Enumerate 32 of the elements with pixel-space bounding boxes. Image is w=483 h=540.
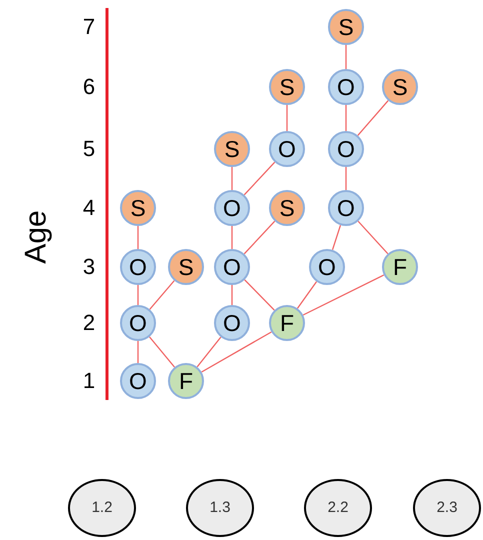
connector-line bbox=[137, 341, 139, 363]
connector-line bbox=[332, 224, 342, 250]
oval-node: 2.2 bbox=[304, 479, 372, 537]
age-tick-label: 7 bbox=[82, 16, 96, 38]
connector-line bbox=[244, 162, 276, 196]
connector-line bbox=[286, 105, 288, 131]
connector-line bbox=[149, 280, 175, 310]
connector-line bbox=[357, 100, 389, 136]
oval-node: 1.3 bbox=[186, 479, 254, 537]
connector-line bbox=[358, 220, 388, 254]
connector-line bbox=[345, 105, 347, 131]
oval-node: 2.3 bbox=[413, 479, 481, 537]
oval-node: 1.2 bbox=[68, 479, 136, 537]
connector-line bbox=[345, 45, 347, 69]
connector-line bbox=[196, 336, 222, 368]
connector-line bbox=[149, 336, 175, 368]
axis-title: Age bbox=[22, 210, 52, 264]
age-tick-label: 5 bbox=[82, 138, 96, 160]
age-tick-label: 3 bbox=[82, 256, 96, 278]
connector-line bbox=[231, 285, 233, 305]
connector-line bbox=[244, 220, 276, 254]
connector-line bbox=[244, 279, 275, 311]
connector-line bbox=[296, 281, 318, 309]
connector-line bbox=[137, 226, 139, 249]
age-tick-label: 6 bbox=[82, 76, 96, 98]
connector-line bbox=[231, 167, 233, 190]
connector-line bbox=[231, 226, 233, 249]
connector-line bbox=[345, 167, 347, 190]
age-tick-label: 2 bbox=[82, 312, 96, 334]
connector-line bbox=[137, 285, 139, 305]
age-tick-label: 1 bbox=[82, 370, 96, 392]
age-tick-label: 4 bbox=[82, 197, 96, 219]
